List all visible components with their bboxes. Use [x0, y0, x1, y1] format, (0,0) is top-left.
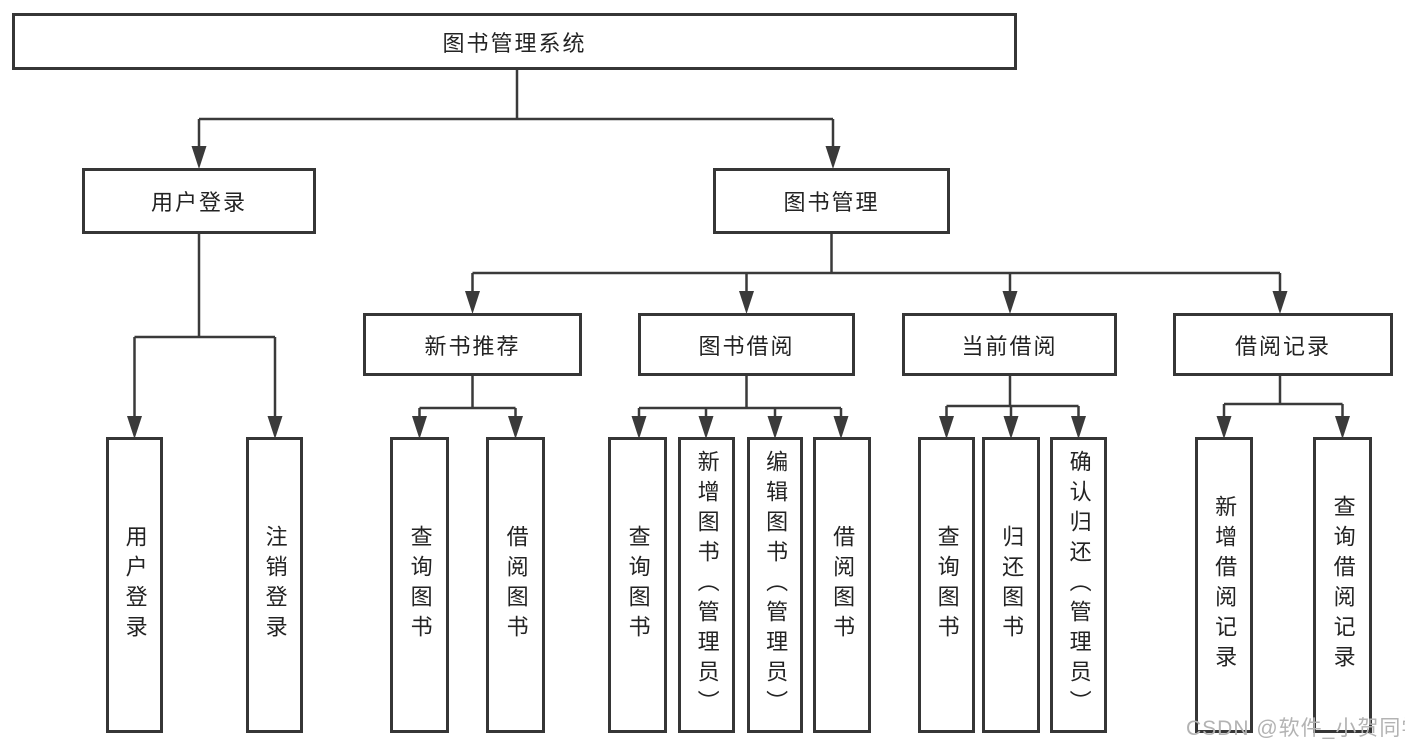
connector-borrow-records — [1222, 376, 1344, 422]
connector-root — [197, 70, 835, 152]
leaf-add-book-admin: 新增图书（管理员） — [678, 437, 735, 733]
node-label: 新增图书（管理员） — [694, 450, 720, 720]
arrow-icon — [1335, 416, 1350, 439]
node-label: 图书管理 — [783, 190, 880, 215]
node-borrow-records: 借阅记录 — [1173, 313, 1393, 376]
node-label: 借阅记录 — [1234, 333, 1331, 359]
node-label: 确认归还（管理员） — [1066, 450, 1092, 720]
csdn-watermark: CSDN @软件_小贺同学 — [1186, 717, 1405, 740]
node-label: 查询图书 — [934, 525, 960, 645]
arrow-icon — [631, 416, 647, 439]
leaf-add-borrow-record: 新增借阅记录 — [1195, 437, 1253, 733]
node-label: 图书管理系统 — [442, 30, 587, 56]
leaf-borrow-book: 借阅图书 — [813, 437, 871, 733]
node-label: 编辑图书（管理员） — [763, 450, 789, 720]
node-label: 当前借阅 — [961, 333, 1058, 359]
node-user-login: 用户登录 — [82, 168, 316, 234]
arrow-icon — [1071, 416, 1086, 439]
leaf-query-book-recommend: 查询图书 — [390, 437, 449, 733]
arrow-icon — [825, 146, 841, 169]
arrow-icon — [1002, 291, 1018, 314]
node-new-book-recommendation: 新书推荐 — [363, 313, 582, 376]
connector-book-management — [471, 234, 1282, 297]
node-label: 查询图书 — [407, 525, 433, 645]
node-label: 查询借阅记录 — [1330, 495, 1356, 675]
arrow-icon — [1216, 416, 1232, 439]
node-label: 归还图书 — [999, 525, 1025, 645]
connector-user-login — [133, 234, 277, 422]
leaf-confirm-return-admin: 确认归还（管理员） — [1050, 437, 1107, 733]
leaf-query-borrow-record: 查询借阅记录 — [1313, 437, 1372, 733]
node-label: 注销登录 — [262, 525, 288, 645]
node-label: 图书借阅 — [698, 333, 795, 359]
node-label: 查询图书 — [625, 525, 651, 645]
leaf-query-book-borrowing: 查询图书 — [608, 437, 667, 733]
node-current-borrowing: 当前借阅 — [902, 313, 1117, 376]
node-label: 新增借阅记录 — [1212, 495, 1238, 675]
leaf-borrow-book-recommend: 借阅图书 — [486, 437, 545, 733]
arrow-icon — [412, 416, 427, 439]
node-label: 用户登录 — [122, 525, 148, 645]
node-label: 新书推荐 — [424, 333, 521, 359]
leaf-return-book: 归还图书 — [982, 437, 1040, 733]
node-book-borrowing: 图书借阅 — [638, 313, 855, 376]
node-label: 借阅图书 — [830, 525, 856, 645]
node-book-management: 图书管理 — [713, 168, 950, 234]
arrow-icon — [739, 291, 754, 314]
arrow-icon — [1272, 291, 1288, 314]
connector-book-borrowing — [637, 376, 843, 422]
arrow-icon — [191, 146, 207, 169]
arrow-icon — [833, 416, 849, 439]
arrow-icon — [508, 416, 523, 439]
arrow-icon — [127, 416, 142, 439]
leaf-query-book-current: 查询图书 — [918, 437, 975, 733]
arrow-icon — [939, 416, 954, 439]
leaf-logout: 注销登录 — [246, 437, 303, 733]
leaf-user-login: 用户登录 — [106, 437, 163, 733]
leaf-edit-book-admin: 编辑图书（管理员） — [747, 437, 803, 733]
node-label: 用户登录 — [150, 190, 247, 215]
arrow-icon — [465, 291, 480, 314]
arrow-icon — [267, 416, 283, 439]
node-root-system: 图书管理系统 — [12, 13, 1017, 70]
arrow-icon — [767, 416, 783, 439]
arrow-icon — [1003, 416, 1019, 439]
node-label: 借阅图书 — [503, 525, 529, 645]
connector-current-borrowing — [945, 376, 1080, 422]
arrowheads — [127, 146, 1350, 439]
arrow-icon — [698, 416, 714, 439]
connector-new-book-recommendation — [418, 376, 517, 422]
